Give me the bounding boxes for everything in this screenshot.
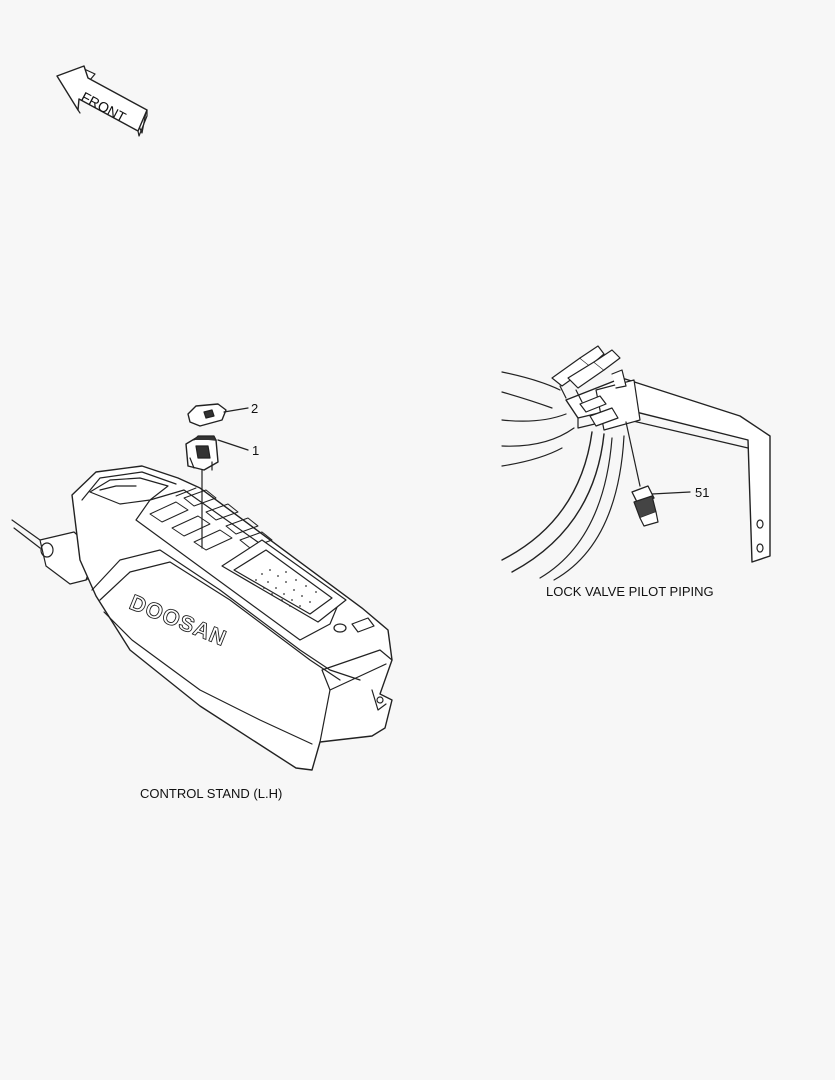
callout-part-2: 2 bbox=[251, 401, 259, 416]
callout-line-part-1 bbox=[217, 439, 249, 451]
front-arrow: FRONT bbox=[56, 65, 148, 137]
part-2-cap bbox=[187, 403, 249, 427]
part-1-switch bbox=[185, 435, 249, 549]
control-stand-drawing: DOOSAN bbox=[11, 465, 393, 771]
lock-valve-drawing bbox=[501, 345, 771, 581]
control-stand-caption: CONTROL STAND (L.H) bbox=[140, 786, 283, 801]
part-51-sensor bbox=[631, 485, 691, 527]
callout-part-1: 1 bbox=[252, 443, 260, 458]
callout-part-51: 51 bbox=[695, 485, 710, 500]
leader-line-part-51 bbox=[625, 421, 641, 487]
callout-line-part-2 bbox=[223, 407, 249, 413]
lock-valve-caption: LOCK VALVE PILOT PIPING bbox=[546, 584, 714, 599]
callout-line-part-51 bbox=[651, 491, 691, 495]
tray-texture bbox=[255, 569, 317, 607]
